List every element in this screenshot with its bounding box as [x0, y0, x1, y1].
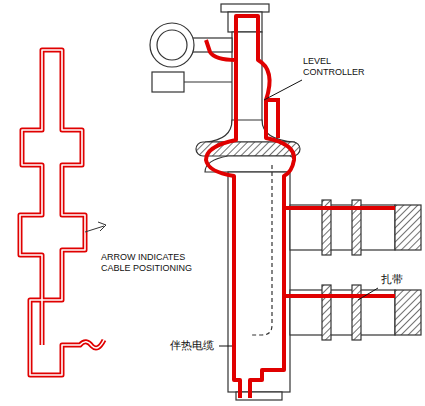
heat-tracing-cable: [206, 16, 395, 398]
part-label: 伴热电缆: [169, 339, 215, 352]
part-label: 扎带: [380, 273, 404, 286]
part-label: LEVEL CONTROLLER: [302, 56, 376, 78]
cable-positioning-sketch: [20, 50, 106, 375]
note-label: ARROW INDICATES CABLE POSITIONING: [100, 252, 214, 274]
level-controller-vessel: [150, 4, 421, 400]
leader-lines: [219, 80, 378, 346]
heat-tracing-cable-loop: [266, 100, 278, 138]
